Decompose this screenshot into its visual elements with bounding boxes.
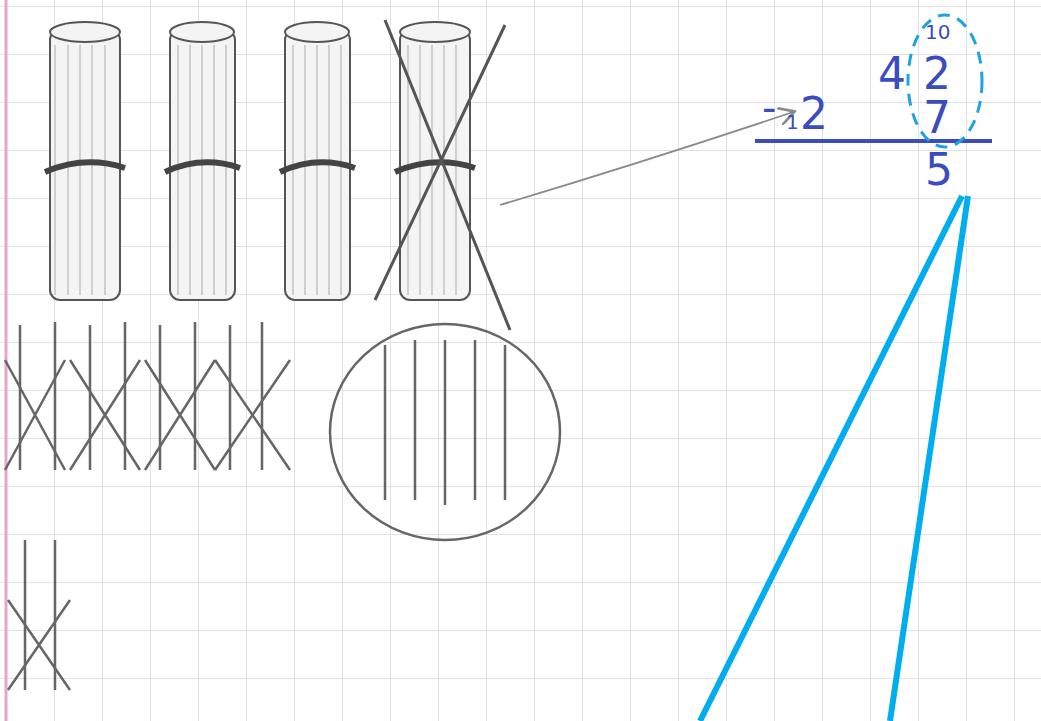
digit: 2: [800, 92, 828, 136]
digit: 5: [925, 148, 953, 192]
digit: 7: [923, 96, 951, 140]
digit: 1: [786, 112, 799, 132]
crossed-sticks: [5, 322, 290, 690]
digit: -: [762, 88, 776, 128]
digit: 2: [923, 52, 951, 96]
digit: 4: [878, 52, 906, 96]
dashed-column-ellipse: 10 27: [905, 12, 985, 150]
regroup-arrow: [500, 112, 793, 205]
ten-bundles: [45, 20, 510, 330]
digit: 10: [925, 22, 950, 42]
remaining-sticks: [330, 324, 560, 540]
callout-tail: [700, 196, 968, 721]
